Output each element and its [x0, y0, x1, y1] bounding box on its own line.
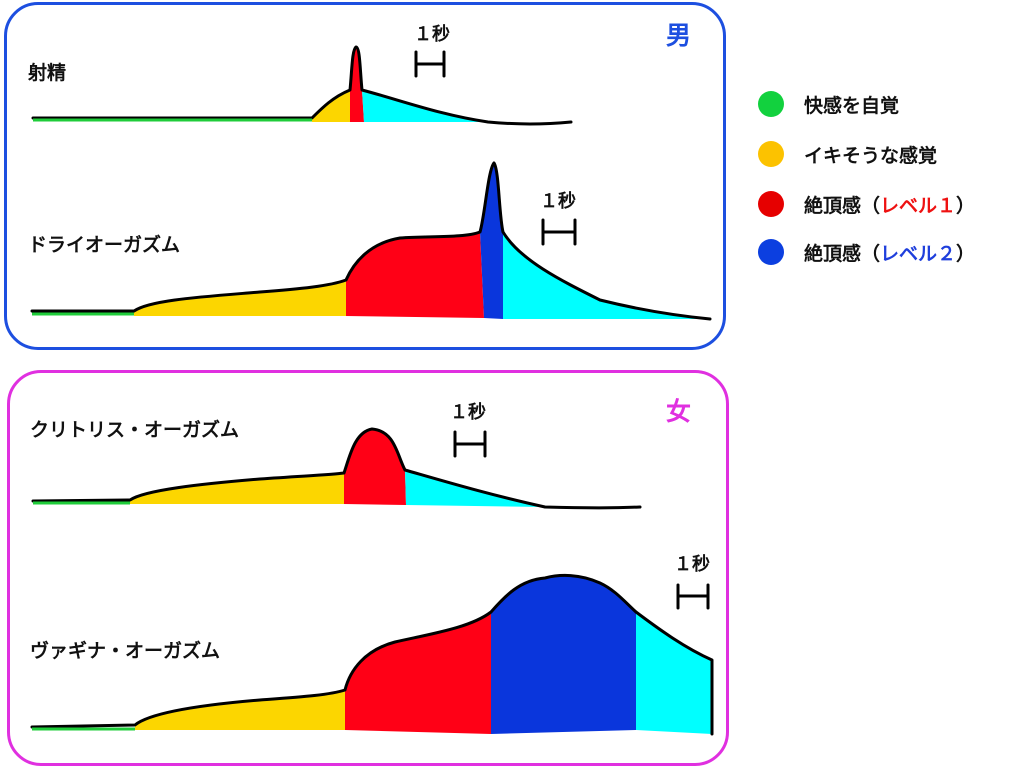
legend-dot-yellow: [758, 141, 784, 167]
dry-orgasm-outline: [30, 161, 712, 321]
clitoral-orgasm-outline: [31, 427, 642, 510]
vaginal-orgasm-outline: [30, 573, 714, 736]
vaginal-orgasm-blue-region: [491, 575, 636, 734]
clitoral-orgasm-red-region: [344, 429, 406, 505]
vaginal-orgasm-red-region: [345, 612, 491, 734]
legend-text: 絶頂感（レベル１）: [804, 194, 976, 217]
legend-dot-green: [758, 91, 784, 117]
one-second-label-2: １秒: [540, 191, 576, 212]
ejaculation-red-region: [350, 47, 364, 122]
ejaculation-outline: [31, 45, 573, 126]
female-title: 女: [666, 397, 692, 426]
ejaculation-curve: [31, 45, 573, 126]
vaginal-orgasm-yellow-region: [135, 690, 345, 730]
dry-orgasm-curve: [30, 161, 712, 321]
ejaculation-cyan-region: [362, 90, 488, 122]
clitoral-orgasm-cyan-region: [405, 470, 545, 507]
male-title: 男: [666, 21, 692, 50]
clitoral-orgasm-yellow-region: [130, 473, 344, 504]
one-second-label-4: １秒: [674, 554, 710, 575]
scale-bar-3: [453, 430, 487, 458]
vaginal-orgasm-curve: [30, 573, 714, 736]
legend-item-climax-level-1: 絶頂感（レベル１）: [758, 189, 975, 219]
ejaculation-yellow-region: [312, 90, 350, 122]
legend-item-climax-level-2: 絶頂感（レベル２）: [758, 237, 975, 267]
male-panel: [4, 2, 726, 350]
ejaculation-label: 射精: [28, 62, 67, 84]
scale-bar-2: [541, 218, 577, 246]
legend-dot-blue: [758, 239, 784, 265]
legend-text: イキそうな感覚: [804, 144, 938, 167]
dry-orgasm-cyan-region: [503, 232, 710, 319]
legend-dot-red: [758, 191, 784, 217]
scale-bar-4: [676, 583, 710, 610]
legend-item-pleasure-awareness: 快感を自覚: [758, 89, 899, 119]
clitoral-orgasm-curve: [31, 427, 642, 510]
vaginal-orgasm-label: ヴァギナ・オーガズム: [30, 640, 221, 662]
one-second-label-3: １秒: [450, 402, 486, 423]
female-panel: [7, 370, 729, 766]
clitoral-orgasm-label: クリトリス・オーガズム: [30, 419, 240, 441]
legend-item-near-climax: イキそうな感覚: [758, 139, 937, 169]
legend-text: 快感を自覚: [804, 94, 900, 117]
vaginal-orgasm-cyan-region: [636, 612, 712, 734]
dry-orgasm-red-region: [346, 232, 484, 318]
scale-bar-1: [414, 50, 446, 78]
one-second-label-1: １秒: [414, 24, 450, 45]
dry-orgasm-yellow-region: [134, 280, 346, 316]
legend-text: 絶頂感（レベル２）: [804, 242, 976, 265]
dry-orgasm-label: ドライオーガズム: [28, 234, 181, 256]
